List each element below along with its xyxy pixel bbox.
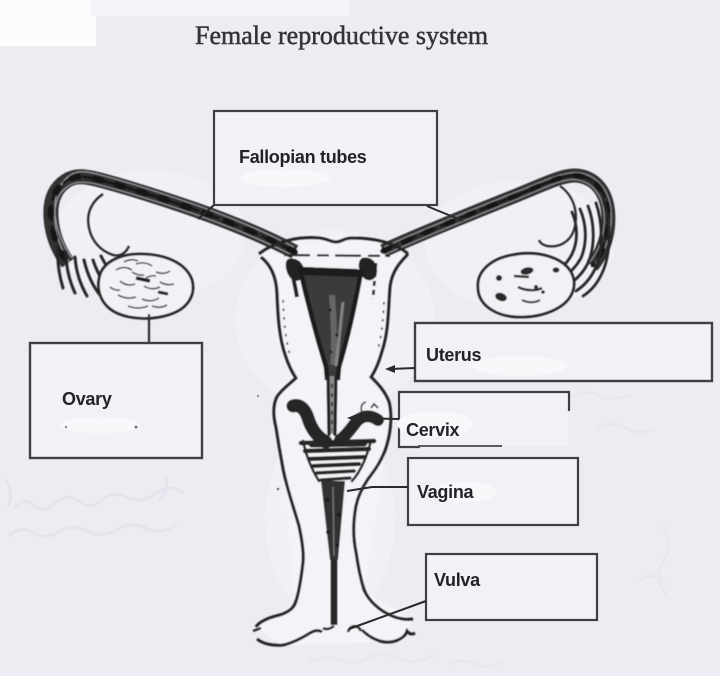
svg-text:Cervix: Cervix	[406, 420, 460, 440]
svg-text:Vulva: Vulva	[434, 570, 481, 590]
svg-text:Uterus: Uterus	[426, 345, 482, 365]
svg-text:Vagina: Vagina	[417, 482, 475, 502]
svg-text:Fallopian tubes: Fallopian tubes	[239, 147, 367, 167]
svg-text:Female reproductive system: Female reproductive system	[195, 21, 488, 50]
svg-text:Ovary: Ovary	[62, 389, 112, 409]
